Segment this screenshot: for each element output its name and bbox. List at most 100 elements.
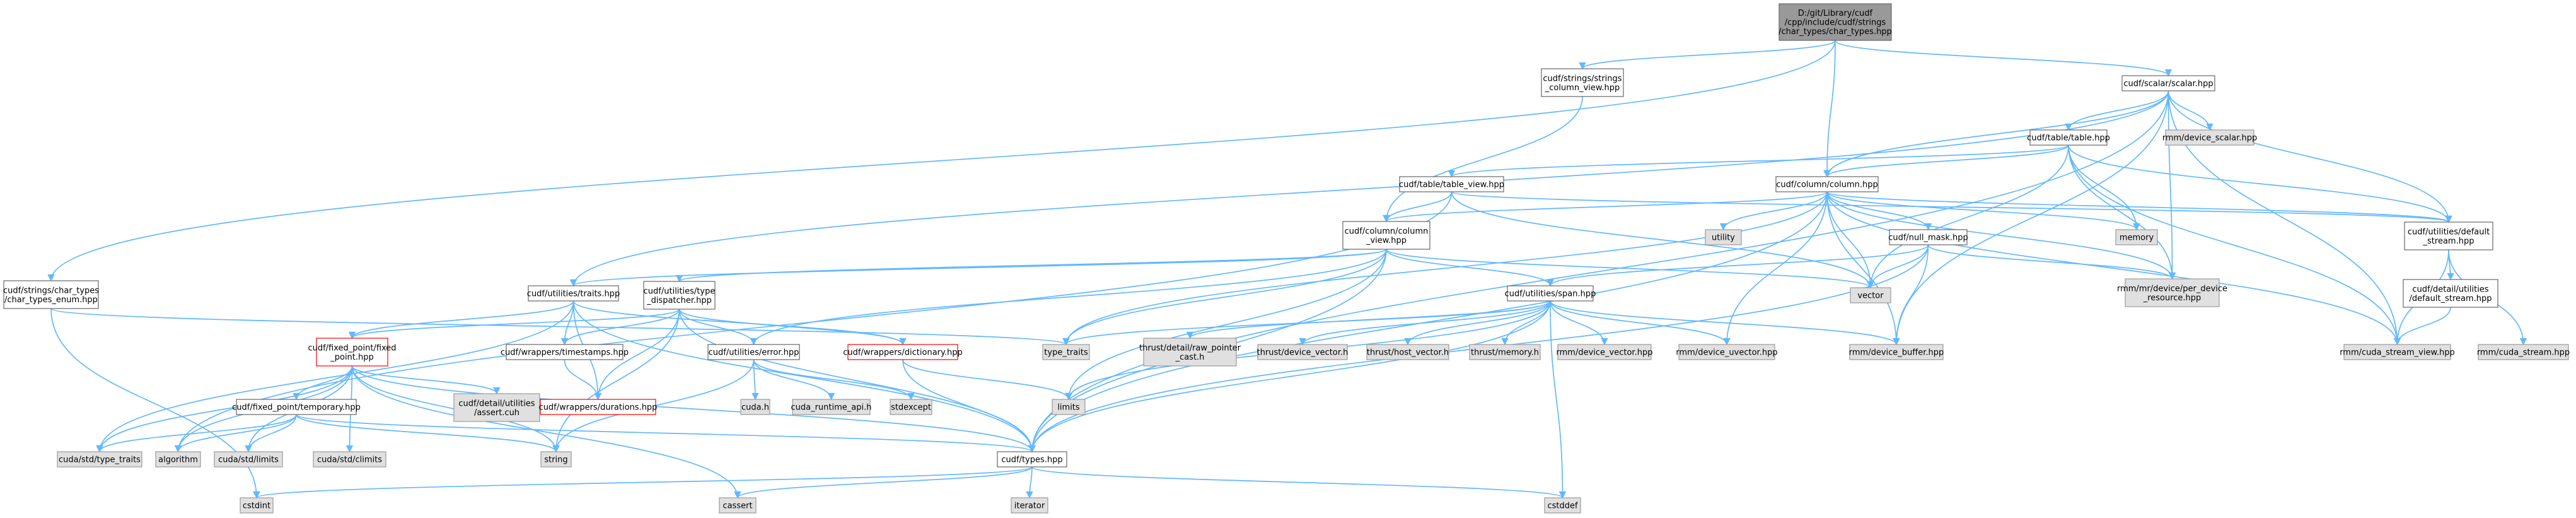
node-cstdint: cstdint [240, 497, 274, 514]
edge-null_mask-to-device_buffer [1896, 244, 1929, 344]
edge-scalar-to-column [1827, 90, 2169, 177]
node-device_buffer: rmm/device_buffer.hpp [1849, 344, 1944, 360]
node-error-label-line: cudf/utilities/error.hpp [709, 348, 799, 358]
node-default_stream[interactable]: cudf/utilities/default_stream.hpp [2404, 221, 2493, 250]
node-cuda_type_traits-box [57, 451, 142, 468]
node-scalar[interactable]: cudf/scalar/scalar.hpp [2121, 75, 2215, 91]
node-fixed_point-label-line: _point.hpp [330, 353, 374, 362]
node-durations-box [540, 399, 656, 415]
node-utility-label-line: utility [1712, 233, 1735, 243]
node-root[interactable]: D:/git/Library/cudf/cpp/include/cudf/str… [1778, 3, 1892, 41]
node-span-label-line: cudf/utilities/span.hpp [1505, 290, 1596, 299]
node-temporary[interactable]: cudf/fixed_point/temporary.hpp [232, 399, 361, 415]
node-thrust_host_vector-box [1366, 344, 1449, 360]
node-null_mask-box [1889, 229, 1968, 245]
edge-table-to-column [1827, 144, 2069, 177]
node-cuda_stream-label-line: rmm/cuda_stream.hpp [2477, 348, 2570, 358]
node-rmm_device_vector-label-line: rmm/device_vector.hpp [1557, 348, 1653, 358]
edge-type_dispatcher-to-string [556, 309, 680, 452]
node-timestamps[interactable]: cudf/wrappers/timestamps.hpp [501, 344, 629, 360]
node-thrust_raw_pointer_cast: thrust/detail/raw_pointer_cast.h [1139, 338, 1241, 367]
edge-scalar-to-table [2068, 90, 2169, 130]
edge-table-to-default_stream [2068, 144, 2449, 222]
node-string-box [540, 451, 572, 468]
edge-error-to-stdexcept [753, 359, 912, 399]
node-table_view-label-line: cudf/table/table_view.hpp [1399, 180, 1504, 190]
edge-scalar-to-device_scalar [2167, 90, 2210, 130]
edge-scalar-to-traits [574, 90, 2169, 286]
edge-span-to-type_traits [1066, 300, 1551, 344]
node-limits-label-line: limits [1057, 403, 1080, 413]
node-utility: utility [1705, 229, 1742, 245]
node-column_view-label-line: _view.hpp [1366, 236, 1407, 245]
node-char_types_enum[interactable]: cudf/strings/char_types/char_types_enum.… [3, 280, 99, 309]
node-durations[interactable]: cudf/wrappers/durations.hpp [539, 399, 658, 415]
node-utility-box [1705, 229, 1742, 245]
edge-types-to-cstddef [1031, 466, 1563, 498]
node-fixed_point-box [316, 338, 388, 367]
node-types-box [997, 451, 1067, 468]
node-durations-label-line: cudf/wrappers/durations.hpp [539, 403, 658, 413]
node-algorithm: algorithm [155, 451, 201, 468]
edge-type_dispatcher-to-error [678, 309, 754, 344]
node-vector: vector [1850, 287, 1891, 303]
node-strings_column_view[interactable]: cudf/strings/strings_column_view.hpp [1541, 68, 1624, 97]
edge-char_types_enum-to-cstdint [50, 308, 257, 498]
node-span[interactable]: cudf/utilities/span.hpp [1505, 285, 1596, 302]
node-device_uvector-label-line: rmm/device_uvector.hpp [1676, 348, 1777, 358]
node-table_view[interactable]: cudf/table/table_view.hpp [1399, 176, 1504, 192]
node-cuda_runtime_api-label-line: cuda_runtime_api.h [791, 403, 871, 413]
node-column-box [1775, 176, 1879, 192]
node-temporary-label-line: cudf/fixed_point/temporary.hpp [232, 403, 361, 413]
node-stdexcept-box [890, 399, 932, 415]
edge-traits-to-fixed_point [352, 300, 574, 338]
edge-span-to-device_buffer [1550, 300, 1896, 344]
node-cstddef: cstddef [1544, 497, 1581, 514]
node-iterator-label-line: iterator [1014, 502, 1045, 511]
node-cstddef-label-line: cstddef [1547, 502, 1578, 511]
node-stdexcept-label-line: stdexcept [891, 403, 931, 413]
node-null_mask[interactable]: cudf/null_mask.hpp [1888, 229, 1968, 245]
node-strings_column_view-label-line: _column_view.hpp [1545, 83, 1620, 93]
node-detail_default_stream[interactable]: cudf/detail/utilities/default_stream.hpp [2403, 279, 2498, 308]
node-column_view[interactable]: cudf/column/column_view.hpp [1342, 221, 1430, 250]
edge-table-to-table_view [1452, 144, 2069, 177]
edge-null_mask-to-span [1550, 244, 1929, 286]
edge-span-to-cstddef [1550, 300, 1563, 498]
node-cuda_std_limits-label-line: cuda/std/limits [218, 456, 279, 465]
node-memory: memory [2115, 229, 2158, 245]
node-dictionary-box [847, 344, 958, 360]
node-error-box [707, 344, 800, 360]
node-error[interactable]: cudf/utilities/error.hpp [707, 344, 800, 360]
node-table-label-line: cudf/table/table.hpp [2027, 134, 2110, 143]
edge-table-to-cuda_stream_view [2068, 144, 2398, 344]
node-cuda_h: cuda.h [740, 399, 770, 415]
node-timestamps-label-line: cudf/wrappers/timestamps.hpp [501, 348, 629, 358]
node-fixed_point[interactable]: cudf/fixed_point/fixed_point.hpp [308, 338, 397, 367]
node-cuda_std_climits: cuda/std/climits [313, 451, 386, 468]
node-thrust_memory-box [1469, 344, 1541, 360]
node-traits[interactable]: cudf/utilities/traits.hpp [527, 285, 620, 302]
node-type_traits-label-line: type_traits [1044, 348, 1088, 358]
node-span-box [1507, 285, 1594, 302]
node-column[interactable]: cudf/column/column.hpp [1775, 176, 1879, 192]
node-rmm_device_vector-box [1557, 344, 1652, 360]
edge-scalar-to-default_stream [2167, 90, 2449, 222]
edge-column_view-to-span [1386, 249, 1550, 286]
edge-type_dispatcher-to-durations [598, 309, 680, 399]
node-dictionary-label-line: cudf/wrappers/dictionary.hpp [843, 348, 962, 358]
node-thrust_raw_pointer_cast-box [1143, 338, 1237, 367]
node-types[interactable]: cudf/types.hpp [997, 451, 1067, 468]
node-cassert-box [719, 497, 757, 514]
node-device_buffer-box [1849, 344, 1944, 360]
node-table[interactable]: cudf/table/table.hpp [2027, 129, 2110, 146]
node-cstddef-box [1544, 497, 1581, 514]
node-memory-box [2115, 229, 2158, 245]
edge-column_view-to-vector [1386, 249, 1871, 288]
node-dictionary[interactable]: cudf/wrappers/dictionary.hpp [843, 344, 963, 360]
node-cuda_runtime_api: cuda_runtime_api.h [791, 399, 872, 415]
node-type_dispatcher[interactable]: cudf/utilities/type_dispatcher.hpp [643, 281, 716, 310]
edge-column-to-type_traits [1066, 191, 1828, 344]
edge-type_dispatcher-to-fixed_point [352, 309, 680, 338]
edge-span-to-thrust_host_vector [1408, 300, 1551, 344]
